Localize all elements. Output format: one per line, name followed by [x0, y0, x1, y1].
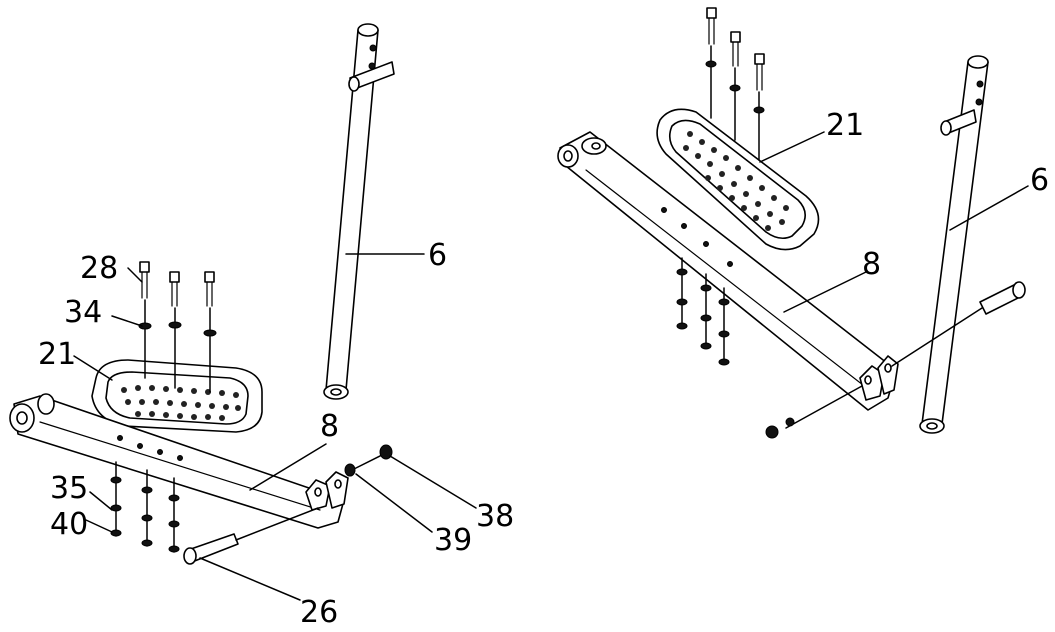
left-view: 28 34 21 6 8 35 40 38 39 26 — [9, 23, 514, 630]
callout-8-right: 8 — [862, 247, 881, 282]
left-arm-8 — [9, 393, 349, 529]
right-long-bolt — [765, 281, 1026, 439]
callout-26: 26 — [300, 595, 338, 630]
callout-39: 39 — [434, 523, 472, 558]
right-nuts — [676, 257, 730, 366]
callout-21: 21 — [38, 337, 76, 372]
left-washers-34 — [138, 321, 217, 337]
left-footplate-21 — [91, 359, 263, 433]
right-view: 21 6 8 — [557, 7, 1049, 439]
callout-21-right: 21 — [826, 108, 864, 143]
left-nuts-35-40 — [110, 461, 180, 553]
left-leaders — [73, 253, 477, 601]
callout-34: 34 — [64, 295, 102, 330]
callout-6: 6 — [428, 238, 447, 273]
left-post-6 — [323, 23, 395, 400]
callout-28: 28 — [80, 251, 118, 286]
left-bolt-26 — [183, 444, 393, 565]
callout-6-right: 6 — [1030, 163, 1049, 198]
right-leaders — [759, 131, 1029, 313]
right-footplate-21 — [656, 108, 820, 251]
right-bolts — [705, 7, 765, 161]
callout-40: 40 — [50, 507, 88, 542]
left-bolts-28 — [139, 261, 215, 393]
callout-8: 8 — [320, 409, 339, 444]
right-post-6 — [919, 55, 989, 434]
callout-35: 35 — [50, 471, 88, 506]
callout-38: 38 — [476, 499, 514, 534]
right-arm-8 — [557, 131, 899, 411]
